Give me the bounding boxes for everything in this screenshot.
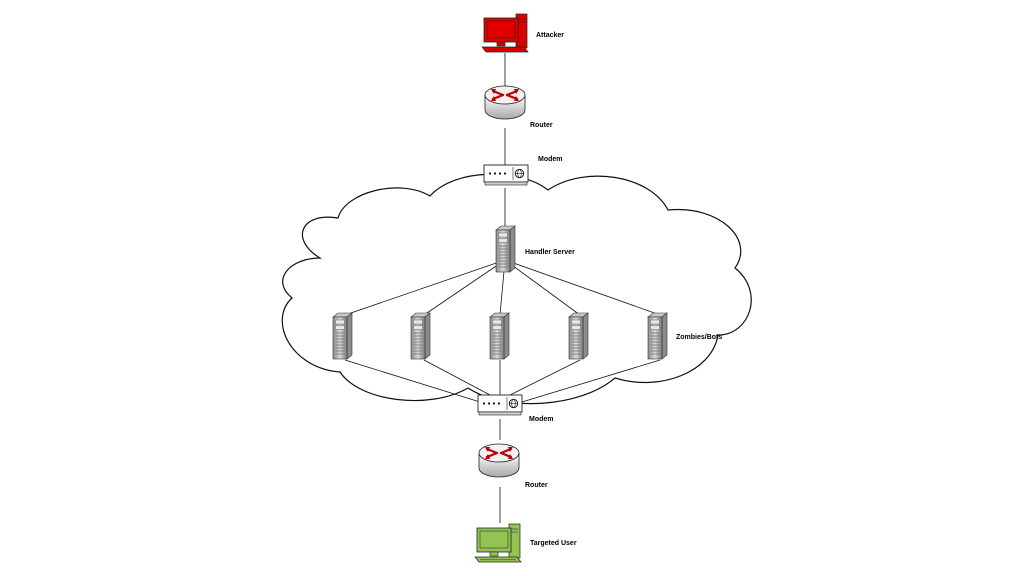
label-targeted-user: Targeted User (530, 540, 577, 547)
label-router-bottom: Router (525, 482, 548, 489)
modem-bottom-node: Modem (477, 394, 554, 423)
modem-icon (483, 164, 529, 186)
desktop-computer-icon (481, 13, 529, 53)
label-modem-bottom: Modem (529, 416, 554, 423)
label-handler-server: Handler Server (525, 249, 575, 256)
server-tower-icon (495, 225, 516, 273)
targeted-user-node: Targeted User (474, 523, 577, 563)
internet-cloud (281, 173, 752, 405)
modem-top-node: Modem (483, 156, 563, 186)
router-bottom-node: Router (477, 442, 548, 489)
label-modem-top: Modem (538, 156, 563, 163)
server-tower-icon (647, 312, 668, 360)
server-tower-icon (332, 312, 353, 360)
label-router-top: Router (530, 122, 553, 129)
label-zombies-bots: Zombies/Bots (676, 334, 722, 341)
router-icon (483, 84, 527, 121)
label-attacker: Attacker (536, 32, 564, 39)
attacker-node: Attacker (481, 13, 564, 53)
server-tower-icon (489, 312, 510, 360)
server-tower-icon (568, 312, 589, 360)
router-top-node: Router (483, 84, 553, 129)
modem-icon (477, 394, 523, 416)
handler-server-node: Handler Server (495, 225, 575, 273)
zombie-bots-group: Zombies/Bots (332, 312, 722, 360)
server-tower-icon (410, 312, 431, 360)
router-icon (477, 442, 521, 479)
desktop-computer-icon (474, 523, 522, 563)
